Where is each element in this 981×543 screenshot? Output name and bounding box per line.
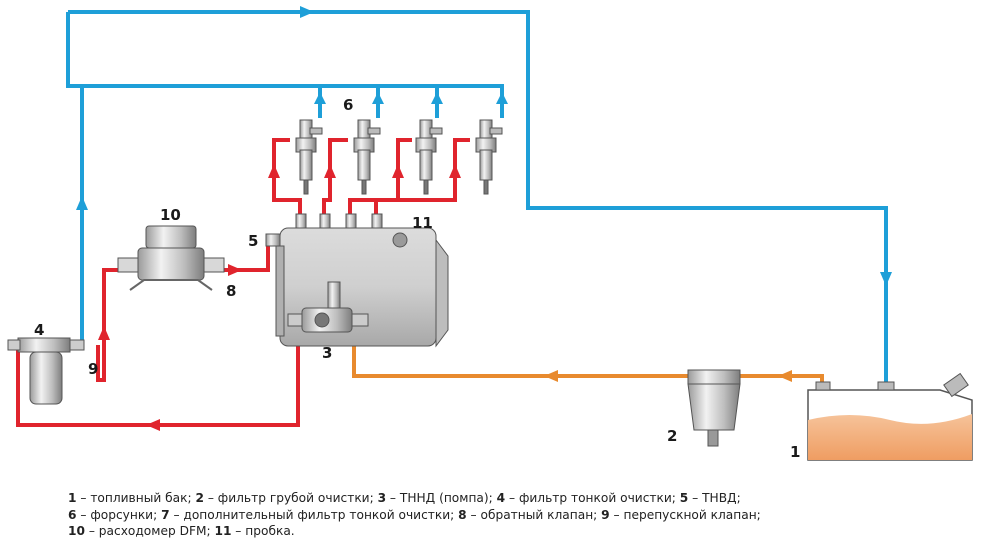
legend-num: 10 [68,524,85,538]
label-10: 10 [160,206,181,224]
injector-3 [415,119,443,195]
legend-text: – перепускной клапан; [609,507,761,522]
label-3: 3 [322,344,332,362]
legend-text: – топливный бак; [76,491,196,505]
label-11: 11 [412,214,433,232]
injectors [295,119,503,195]
label-1: 1 [790,443,800,461]
fine-filter [7,337,85,405]
legend-num: 11 [214,524,232,538]
legend-num: 8 [458,507,467,522]
label-4: 4 [34,321,44,339]
legend-text: – фильтр тонкой очистки; [505,491,680,505]
legend-text: – форсунки; [76,507,162,522]
low-pressure-arrows [544,370,792,382]
low-pressure-line [352,333,824,384]
legend-text: – пробка. [231,524,295,538]
legend-text: – ТНВД; [688,491,741,505]
legend-num: 5 [679,491,689,505]
return-line [66,10,888,382]
return-line-arrows [76,6,892,286]
legend-num: 4 [496,491,506,505]
injector-2 [353,119,381,195]
plug-11 [392,232,408,248]
dfm-flowmeter [117,225,225,291]
label-5: 5 [248,232,258,250]
high-pressure-arrows [98,164,461,431]
fuel-tank [807,372,973,461]
legend-num: 2 [195,491,204,505]
legend-line-2: 6 – форсунки; 7 – дополнительный фильтр … [68,507,968,524]
legend-line-1: 1 – топливный бак; 2 – фильтр грубой очи… [68,490,968,507]
fuel-system-diagram: 1 2 3 4 5 6 8 9 10 11 [7,6,973,461]
legend-num: 6 [68,507,77,522]
label-9: 9 [88,360,98,378]
legend-num: 3 [377,491,387,505]
legend-num: 7 [161,507,170,522]
label-8: 8 [226,282,236,300]
legend-num: 1 [68,491,77,505]
legend-text: – обратный клапан; [466,507,602,522]
injector-4 [475,119,503,195]
component-labels: 1 2 3 4 5 6 8 9 10 11 [34,96,800,461]
legend-text: – ТННД (помпа); [386,491,497,505]
coarse-filter [687,369,741,447]
legend-line-3: 10 – расходомер DFM; 11 – пробка. [68,523,968,540]
legend-text: – дополнительный фильтр тонкой очистки; [169,507,459,522]
label-2: 2 [667,427,677,445]
injector-1 [295,119,323,195]
label-6: 6 [343,96,353,114]
legend-num: 9 [601,507,610,522]
lift-pump [287,281,369,333]
high-pressure-pump [265,213,449,348]
legend: 1 – топливный бак; 2 – фильтр грубой очи… [68,490,968,540]
legend-text: – расходомер DFM; [84,524,215,538]
legend-text: – фильтр грубой очистки; [203,491,378,505]
